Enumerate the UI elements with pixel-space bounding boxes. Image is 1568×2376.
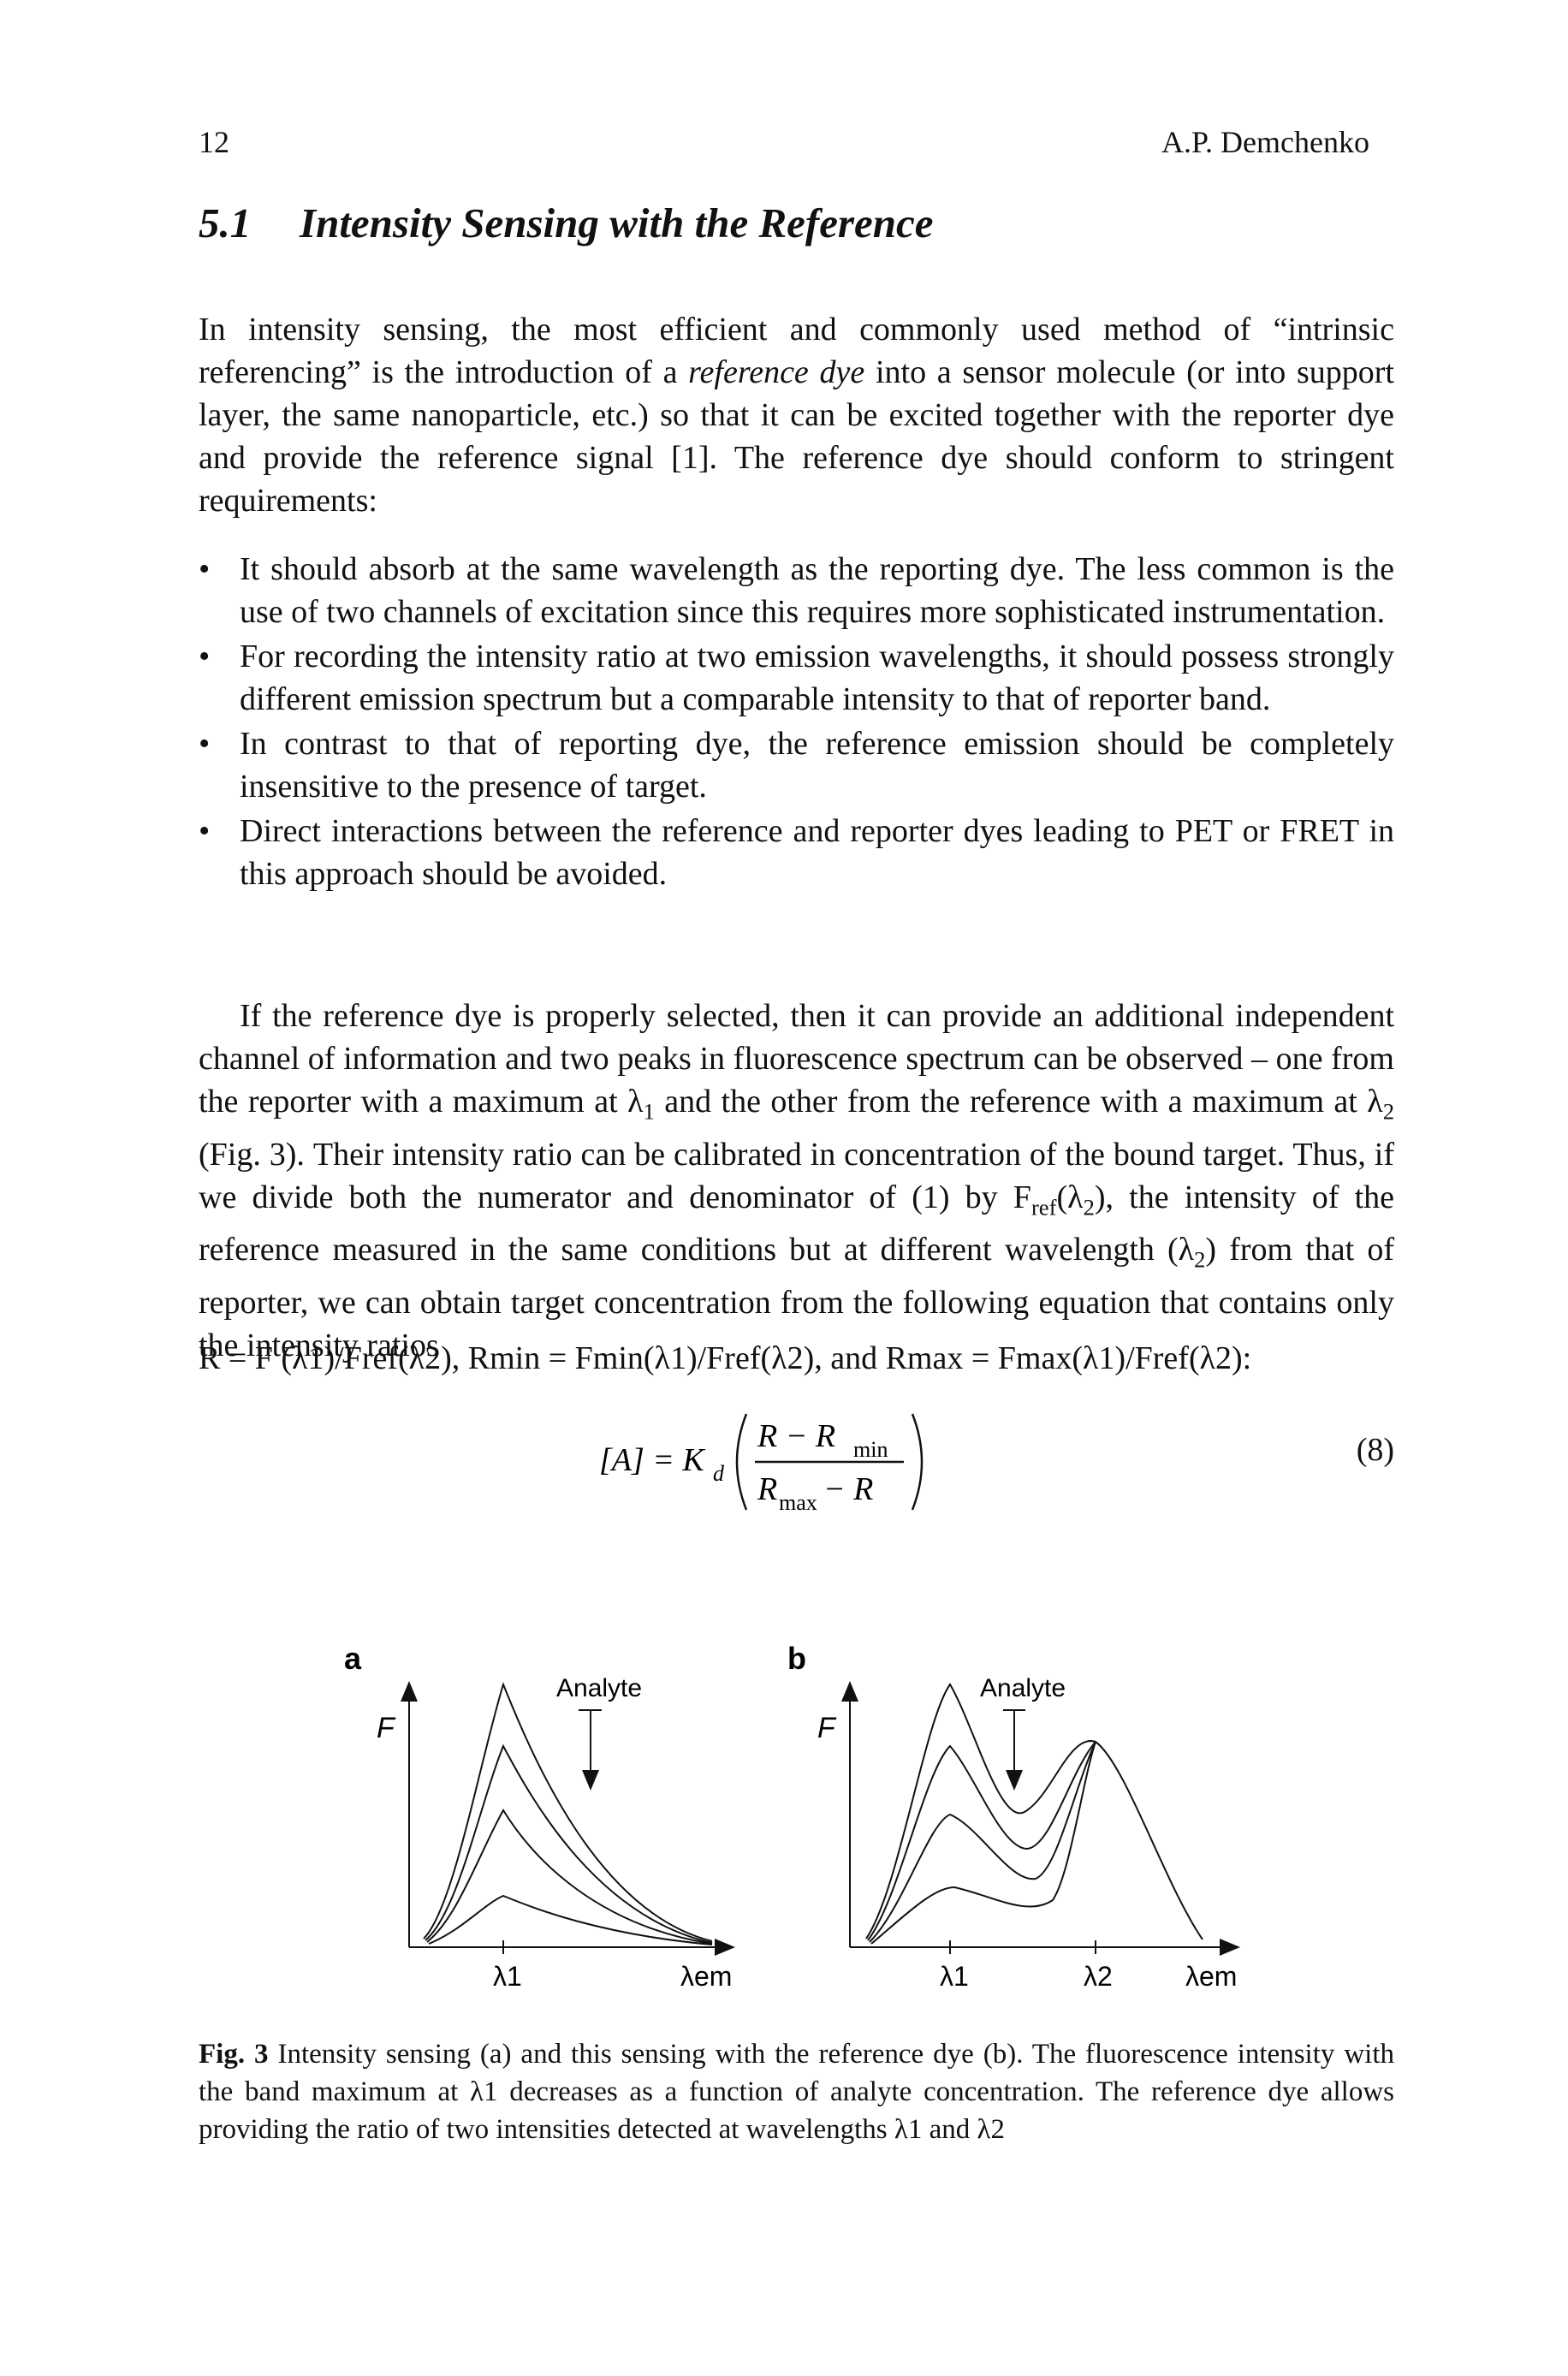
subscript: 2 <box>1083 1194 1095 1221</box>
equation-den-subscript: max <box>779 1490 817 1515</box>
bullet-icon: • <box>199 551 211 587</box>
list-item-text: For recording the intensity ratio at two… <box>240 639 1394 717</box>
subscript: 2 <box>1194 1246 1206 1273</box>
panel-b-x-axis-label: λem <box>1185 1961 1237 1992</box>
figure-3: a F Analyte λ1 λem b F <box>344 1641 1240 1992</box>
figure-caption: Fig. 3 Intensity sensing (a) and this se… <box>199 2035 1394 2148</box>
panel-b-spectrum-4 <box>870 1741 1096 1945</box>
list-item-text: In contrast to that of reporting dye, th… <box>240 726 1394 805</box>
panel-a-spectrum-3 <box>426 1809 713 1945</box>
equation-kd-subscript: d <box>713 1461 725 1486</box>
panel-a-y-axis-label: F <box>377 1712 396 1744</box>
subscript: ref <box>1030 1194 1057 1221</box>
bullet-icon: • <box>199 639 211 674</box>
section-number: 5.1 <box>199 199 252 247</box>
panel-a-spectrum-2 <box>425 1743 713 1944</box>
panel-b-spectrum-1 <box>865 1683 1203 1940</box>
panel-a-analyte-label: Analyte <box>556 1674 642 1702</box>
paragraph-reference: If the reference dye is properly selecte… <box>199 995 1394 1367</box>
paragraph-text: If the reference dye is properly selecte… <box>199 998 1394 1120</box>
equation-lhs: [A] = K <box>599 1442 705 1478</box>
panel-a-spectrum-4 <box>428 1894 713 1945</box>
equation-number: (8) <box>1356 1432 1394 1468</box>
panel-b-y-axis-label: F <box>817 1712 837 1744</box>
section-title: Intensity Sensing with the Reference <box>300 199 934 247</box>
panel-b-spectrum-2 <box>867 1741 1096 1941</box>
paragraph-text: into a sensor molecule (or into support … <box>199 354 1394 519</box>
list-item: • It should absorb at the same wavelength… <box>199 548 1394 633</box>
panel-a: a F Analyte λ1 λem <box>344 1641 735 1992</box>
ratios-definition: R = F (λ1)/Fref(λ2), Rmin = Fmin(λ1)/Fre… <box>199 1340 1252 1376</box>
paragraph-text: ) from that of reporter, we can obtain t… <box>199 1232 1395 1363</box>
equation-denominator: R <box>757 1471 777 1507</box>
equation-num-subscript: min <box>853 1437 888 1462</box>
page-number: 12 <box>199 125 229 159</box>
panel-b: b F Analyte λ1 λ2 λem <box>787 1641 1240 1992</box>
left-paren <box>735 1413 748 1511</box>
panel-b-analyte-label: Analyte <box>980 1674 1066 1702</box>
equation-den-tail: − R <box>823 1471 873 1507</box>
list-item: • For recording the intensity ratio at tw… <box>199 635 1394 721</box>
requirements-list: • It should absorb at the same wavelength… <box>199 548 1394 897</box>
list-item-text: It should absorb at the same wavelength … <box>240 551 1394 630</box>
bullet-icon: • <box>199 813 211 849</box>
panel-a-spectrum-1 <box>423 1681 713 1942</box>
panel-b-x-tick-1-label: λ1 <box>940 1961 969 1992</box>
right-paren <box>911 1413 924 1511</box>
list-item: • In contrast to that of reporting dye, t… <box>199 722 1394 808</box>
section-heading: 5.1 Intensity Sensing with the Reference <box>199 199 934 247</box>
paragraph-text: In intensity sensing, the most efficient… <box>199 312 1394 390</box>
running-header: 12 A.P. Demchenko <box>199 124 1369 167</box>
caption-label: Fig. 3 <box>199 2039 269 2070</box>
panel-a-label: a <box>344 1641 362 1676</box>
panel-b-spectrum-3 <box>869 1741 1096 1943</box>
panel-b-label: b <box>787 1641 806 1676</box>
subscript: 2 <box>1382 1098 1394 1125</box>
list-item: • Direct interactions between the referen… <box>199 810 1394 895</box>
emphasis-text: reference dye <box>688 354 865 390</box>
equation-numerator: R − R <box>757 1418 835 1454</box>
panel-b-x-tick-2-label: λ2 <box>1084 1961 1113 1992</box>
caption-text: Intensity sensing (a) and this sensing w… <box>199 2039 1395 2145</box>
paragraph-text: ), the intensity of the reference measur… <box>199 1179 1394 1268</box>
subscript: 1 <box>643 1098 655 1125</box>
list-item-text: Direct interactions between the referenc… <box>240 813 1394 892</box>
bullet-icon: • <box>199 726 211 762</box>
paragraph-intro: In intensity sensing, the most efficient… <box>199 308 1394 522</box>
paragraph-text: and the other from the reference with a … <box>654 1084 1383 1120</box>
running-author: A.P. Demchenko <box>1161 125 1369 159</box>
paragraph-text: (λ <box>1056 1179 1084 1215</box>
panel-a-x-axis-label: λem <box>680 1961 732 1992</box>
equation-8: [A] = K d R − R min R max − R <box>599 1413 924 1515</box>
panel-a-x-tick-label: λ1 <box>493 1961 522 1992</box>
paragraph-text: (Fig. 3). Their intensity ratio can be c… <box>199 1136 1394 1215</box>
